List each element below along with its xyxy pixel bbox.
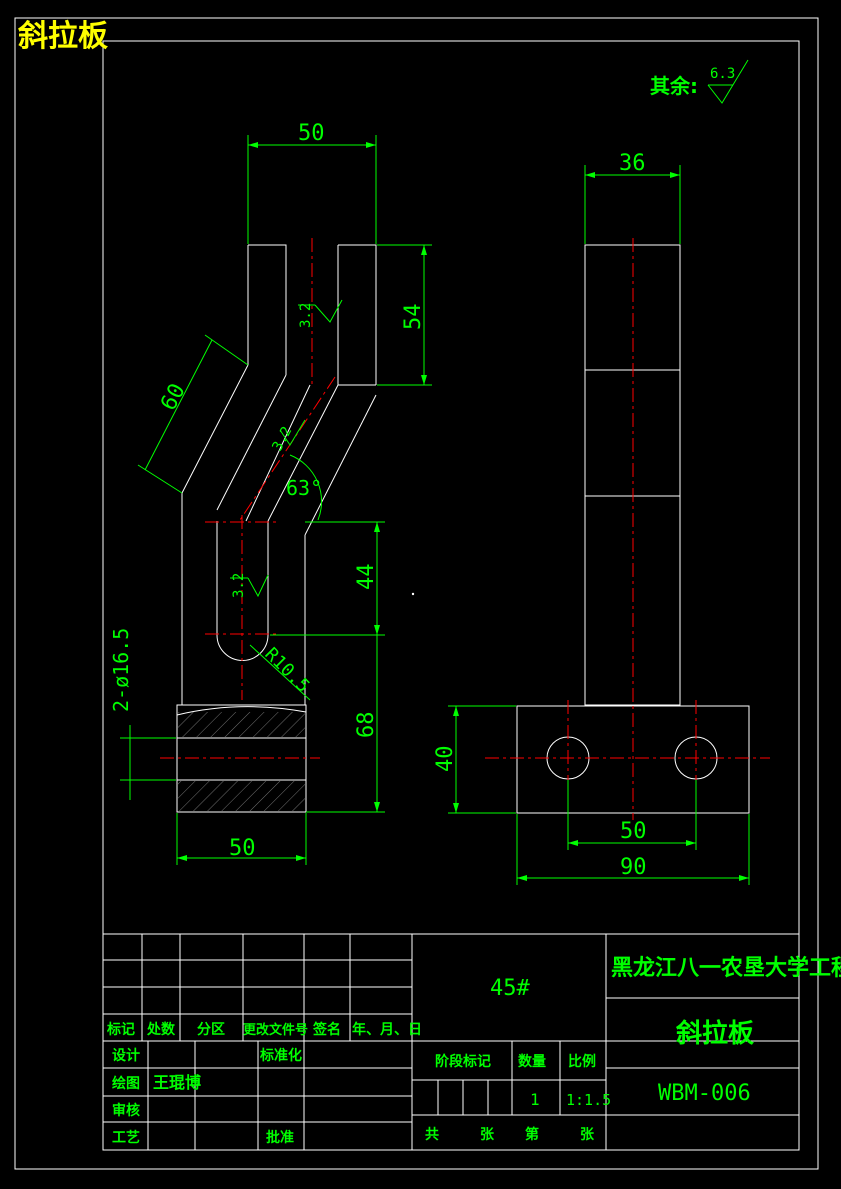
roughness-value-1: 3.2 bbox=[298, 303, 314, 328]
tb-approve: 批准 bbox=[266, 1129, 294, 1146]
tb-qty-label: 数量 bbox=[518, 1053, 546, 1070]
tb-sheets: 张 bbox=[480, 1127, 495, 1143]
front-dim-radius: R10.5 bbox=[260, 644, 313, 697]
front-dimension-lines bbox=[120, 135, 432, 865]
side-view bbox=[516, 244, 750, 814]
tb-material: 45# bbox=[490, 976, 530, 1001]
front-dim-lower-slot: 44 bbox=[354, 564, 379, 591]
stray-point bbox=[411, 592, 415, 596]
section-hatch-top bbox=[178, 712, 305, 737]
tb-drawing-no: WBM-006 bbox=[658, 1081, 751, 1106]
tb-scale: 1:1.5 bbox=[566, 1091, 611, 1109]
surface-note-value: 6.3 bbox=[710, 66, 735, 82]
tb-draw: 绘图 bbox=[112, 1075, 140, 1092]
front-dim-slot-depth: 54 bbox=[401, 304, 426, 331]
tb-header-mark: 标记 bbox=[106, 1021, 135, 1038]
roughness-symbol-icon bbox=[707, 59, 749, 104]
title-block-grid bbox=[103, 933, 799, 1150]
front-centerlines bbox=[160, 238, 336, 759]
drawing-title: 斜拉板 bbox=[18, 19, 108, 54]
side-dim-hole-spacing: 50 bbox=[620, 819, 647, 844]
tb-header-change-doc: 更改文件号 bbox=[243, 1022, 308, 1038]
outer-frame bbox=[14, 17, 819, 1170]
front-dim-incline-length: 60 bbox=[156, 380, 191, 415]
roughness-value-2: 3.2 bbox=[269, 424, 295, 454]
front-dim-angle: 63° bbox=[286, 476, 322, 500]
tb-school: 黑龙江八一农垦大学工程学院 bbox=[611, 955, 841, 981]
tb-part-name: 斜拉板 bbox=[675, 1018, 754, 1049]
side-centerlines bbox=[485, 238, 770, 820]
front-dim-bottom-width: 50 bbox=[229, 836, 256, 861]
tb-qty: 1 bbox=[530, 1090, 540, 1109]
tb-total: 共 bbox=[425, 1126, 439, 1143]
side-arrowheads bbox=[453, 172, 749, 881]
roughness-value-3: 3.2 bbox=[231, 573, 247, 598]
tb-review: 审核 bbox=[112, 1102, 140, 1119]
front-dim-top-width: 50 bbox=[298, 121, 325, 146]
surface-note-label: 其余: bbox=[650, 74, 698, 98]
tb-header-sign: 签名 bbox=[312, 1021, 341, 1038]
tb-stage-mark: 阶段标记 bbox=[435, 1053, 491, 1070]
tb-standardize: 标准化 bbox=[259, 1047, 302, 1064]
front-dim-base-height: 68 bbox=[354, 712, 379, 739]
section-hatch-bottom bbox=[178, 781, 305, 811]
side-dim-base-width: 90 bbox=[620, 855, 647, 880]
roughness-symbols bbox=[230, 299, 343, 598]
tb-sheet2: 张 bbox=[580, 1127, 595, 1143]
side-dimension-lines bbox=[448, 165, 750, 885]
front-arrowheads bbox=[177, 142, 427, 861]
tb-page: 第 bbox=[525, 1126, 539, 1143]
tb-header-date: 年、月、日 bbox=[352, 1021, 422, 1038]
tb-process: 工艺 bbox=[112, 1129, 140, 1146]
tb-scale-label: 比例 bbox=[568, 1053, 596, 1070]
front-dim-hole: 2-ø16.5 bbox=[109, 628, 133, 712]
tb-design: 设计 bbox=[112, 1047, 140, 1064]
tb-header-count: 处数 bbox=[146, 1021, 176, 1038]
side-dim-top-width: 36 bbox=[619, 151, 646, 176]
tb-drawer-name: 王琨博 bbox=[153, 1073, 201, 1092]
side-dim-base-height: 40 bbox=[433, 746, 458, 773]
inner-frame bbox=[102, 40, 800, 1151]
tb-header-zone: 分区 bbox=[197, 1022, 225, 1038]
